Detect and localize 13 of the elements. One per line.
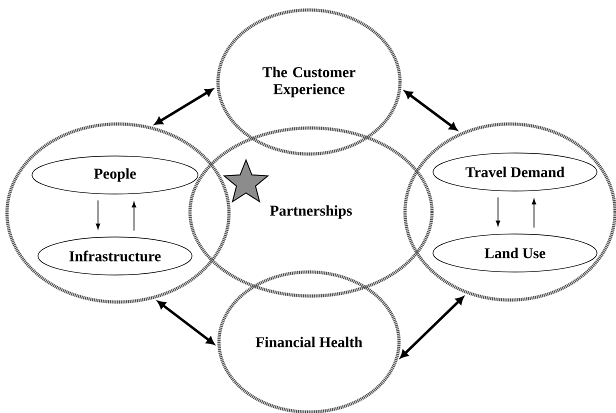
arrow (532, 198, 536, 228)
oval-box: Land Use (432, 234, 598, 272)
double-arrow (404, 90, 458, 131)
double-arrow (158, 300, 214, 345)
double-arrow (154, 88, 214, 125)
oval-box: Travel Demand (432, 152, 598, 192)
oval-box: Infrastructure (38, 236, 192, 276)
arrow (96, 200, 100, 230)
double-arrow (400, 296, 464, 358)
arrow (496, 196, 500, 226)
arrow (132, 202, 136, 232)
oval-box: People (32, 156, 198, 194)
dotted-circle (5, 122, 231, 304)
